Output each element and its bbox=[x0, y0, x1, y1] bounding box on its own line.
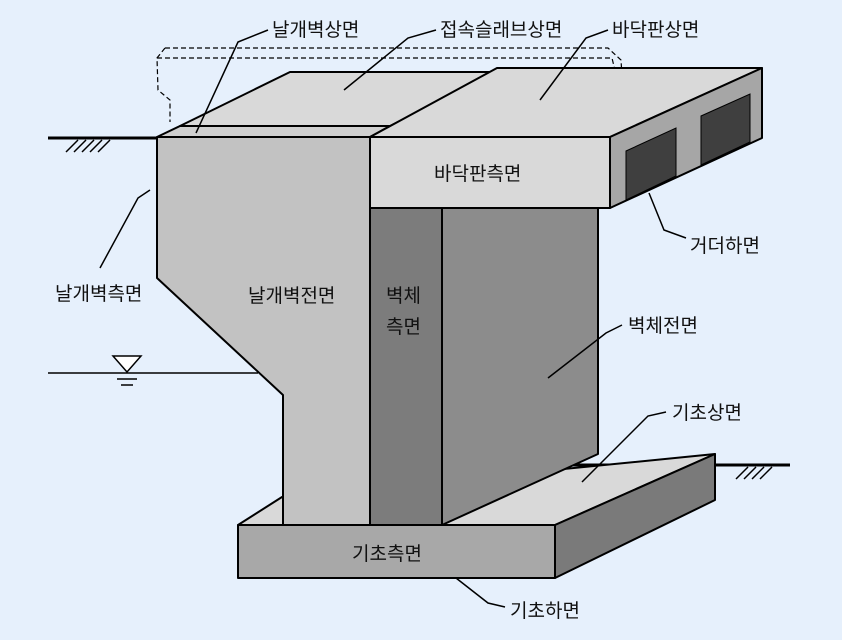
label-approach-slab-top: 접속슬래브상면 bbox=[440, 19, 562, 41]
label-wing-wall-front: 날개벽전면 bbox=[248, 285, 335, 307]
leader-lines bbox=[99, 29, 687, 608]
label-footing-side: 기초측면 bbox=[352, 543, 422, 565]
label-wall-front: 벽체전면 bbox=[628, 315, 698, 337]
label-deck-slab-top: 바닥판상면 bbox=[612, 19, 699, 41]
label-wing-wall-top: 날개벽상면 bbox=[272, 19, 359, 41]
wing-wall-top-face bbox=[156, 125, 391, 138]
wing-wall-front-face bbox=[156, 136, 371, 526]
label-footing-top: 기초상면 bbox=[672, 402, 742, 424]
girder-section-2 bbox=[700, 93, 751, 166]
label-wing-wall-side: 날개벽측면 bbox=[55, 283, 142, 305]
wall-side-face bbox=[369, 207, 443, 526]
ground-left bbox=[48, 136, 160, 153]
girder-section-1 bbox=[625, 127, 677, 201]
label-girder-bottom: 거더하면 bbox=[690, 235, 760, 257]
label-wall-side-1: 벽체 bbox=[386, 285, 421, 307]
footing-front-face bbox=[237, 524, 556, 579]
label-wall-side-2: 측면 bbox=[386, 316, 421, 338]
water-level bbox=[48, 355, 258, 386]
deck-slab-side-face bbox=[369, 136, 611, 209]
label-deck-slab-side: 바닥판측면 bbox=[434, 163, 521, 185]
label-footing-bottom: 기초하면 bbox=[510, 600, 580, 622]
